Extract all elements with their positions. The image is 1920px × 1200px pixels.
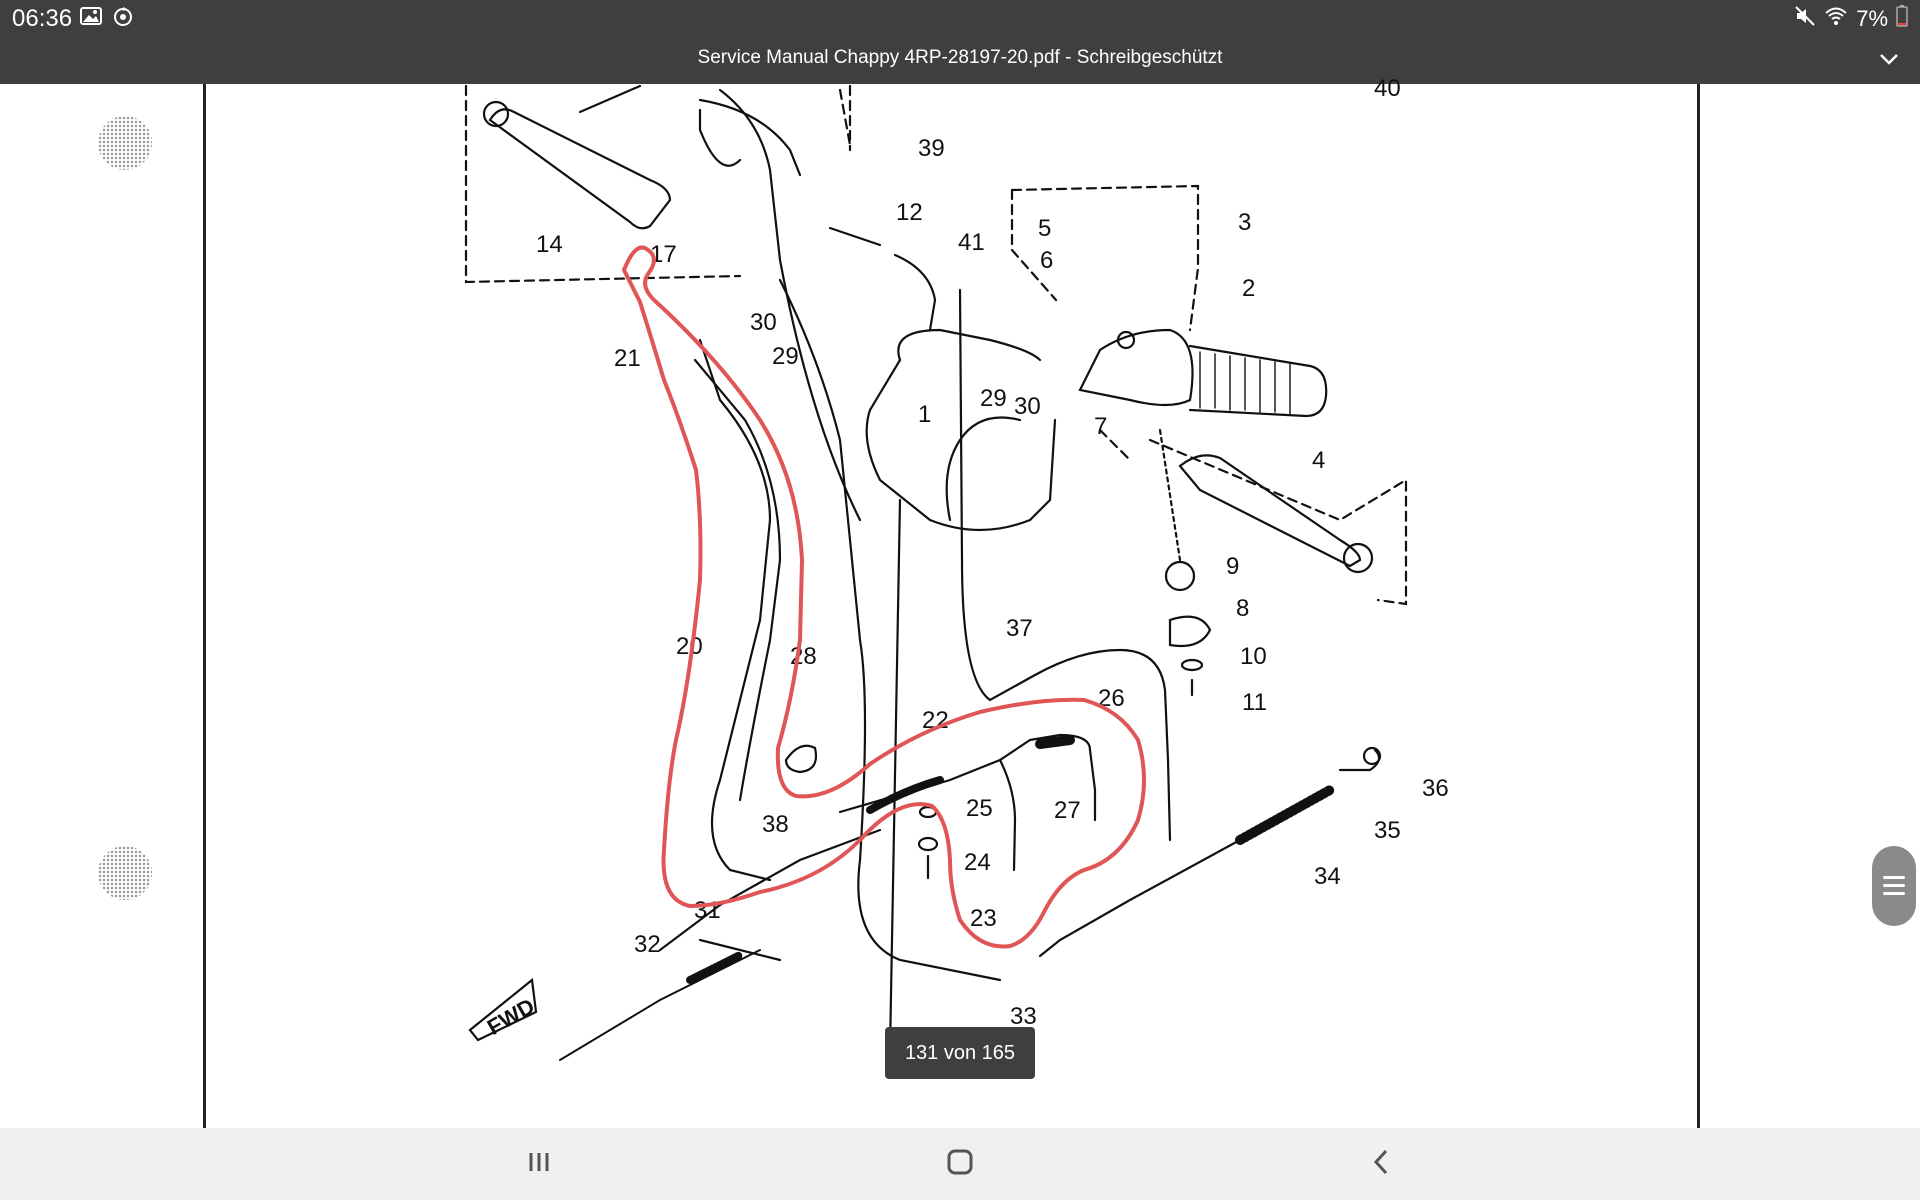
home-icon [945,1147,975,1182]
label-5: 5 [1038,215,1051,242]
back-button[interactable] [1352,1142,1412,1186]
label-32: 32 [634,931,661,958]
label-30-b: 30 [1014,393,1041,420]
status-left-icons [80,6,134,33]
parts-diagram: 40 39 12 14 1 7 30 29 21 41 5 6 3 2 29 30… [464,75,1449,1061]
label-2: 2 [1242,275,1255,302]
page-border-right [1697,84,1700,1128]
label-24: 24 [964,849,991,876]
back-icon [1370,1147,1394,1182]
label-36: 36 [1422,775,1449,802]
label-38: 38 [762,811,789,838]
label-6: 6 [1040,247,1053,274]
page-border-left [203,84,206,1128]
red-annotation-loop [622,245,1146,949]
diagram-labels: 40 39 12 14 1 7 30 29 21 41 5 6 3 2 29 30… [483,75,1449,1040]
label-33: 33 [1010,1003,1037,1030]
label-9: 9 [1226,553,1239,580]
label-21: 21 [614,345,641,372]
label-14: 14 [536,231,563,258]
battery-icon [1896,5,1908,33]
label-27: 27 [1054,797,1081,824]
label-8: 8 [1236,595,1249,622]
label-23: 23 [970,905,997,932]
top-bar: 06:36 7% Service Manual Chappy 4RP-28197… [0,0,1920,84]
status-right: 7% [1794,5,1908,33]
halftone-mark-top [98,116,152,170]
label-29-b: 29 [980,385,1007,412]
label-37: 37 [1006,615,1033,642]
label-31: 31 [694,897,721,924]
document-viewer[interactable] [0,84,1920,1128]
label-25: 25 [966,795,993,822]
label-34: 34 [1314,863,1341,890]
label-30: 30 [750,309,777,336]
label-11: 11 [1242,689,1267,716]
document-title: Service Manual Chappy 4RP-28197-20.pdf -… [697,47,1223,68]
label-4: 4 [1312,447,1325,474]
label-1: 1 [918,401,931,428]
wifi-icon [1824,6,1848,32]
label-29: 29 [772,343,799,370]
sync-icon [112,6,134,33]
label-3: 3 [1238,209,1251,236]
label-40: 40 [1374,75,1401,102]
recent-apps-button[interactable] [509,1142,569,1186]
label-35: 35 [1374,817,1401,844]
chevron-down-icon[interactable] [1876,50,1902,68]
status-time: 06:36 [12,5,73,32]
label-39: 39 [918,135,945,162]
scroll-handle[interactable] [1872,846,1916,926]
halftone-mark-bottom [98,846,152,900]
recent-apps-icon [524,1150,554,1179]
label-10: 10 [1240,643,1267,670]
navigation-bar [0,1128,1920,1200]
battery-percent: 7% [1856,6,1888,31]
label-41: 41 [958,229,985,256]
mute-icon [1794,5,1816,33]
page-indicator: 131 von 165 [885,1027,1035,1079]
image-icon [80,6,102,33]
label-12: 12 [896,199,923,226]
fwd-label: FWD [483,993,539,1040]
home-button[interactable] [930,1142,990,1186]
label-7: 7 [1094,413,1107,440]
label-28: 28 [790,643,817,670]
